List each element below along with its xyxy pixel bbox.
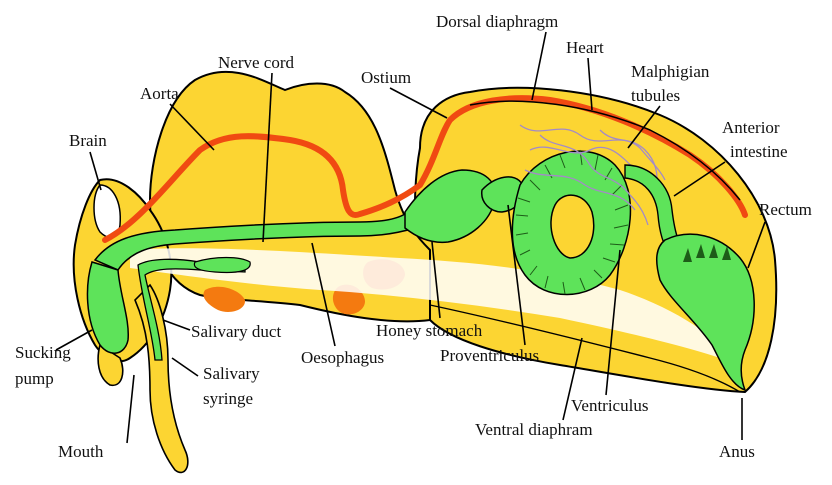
label-dorsal-diaphragm: Dorsal diaphragm [436,12,558,31]
label-malphigian-2: tubules [631,86,680,105]
label-rectum: Rectum [759,200,812,219]
leader-ostium [390,88,447,118]
label-ventral-diaphram: Ventral diaphram [475,420,593,439]
salivary-gland [194,258,250,273]
label-ostium: Ostium [361,68,411,87]
proboscis [135,285,188,472]
label-heart: Heart [566,38,604,57]
label-sucking-pump-2: pump [15,369,54,388]
leader-salivary-syringe [172,358,198,376]
leader-salivary-duct [163,320,190,330]
label-salivary-syringe-1: Salivary [203,364,260,383]
label-salivary-syringe-2: syringe [203,389,253,408]
label-anterior-intestine-1: Anterior [722,118,780,137]
label-brain: Brain [69,131,107,150]
label-aorta: Aorta [140,84,179,103]
label-anterior-intestine-2: intestine [730,142,788,161]
leader-mouth [127,375,134,443]
label-proventriculus: Proventriculus [440,346,539,365]
label-honey-stomach: Honey stomach [376,321,483,340]
label-oesophagus: Oesophagus [301,348,384,367]
leader-sucking-pump [56,330,92,350]
label-salivary-duct: Salivary duct [191,322,281,341]
label-anus: Anus [719,442,755,461]
label-nerve-cord: Nerve cord [218,53,294,72]
label-ventriculus: Ventriculus [571,396,648,415]
label-mouth: Mouth [58,442,104,461]
label-malphigian-1: Malphigian [631,62,710,81]
